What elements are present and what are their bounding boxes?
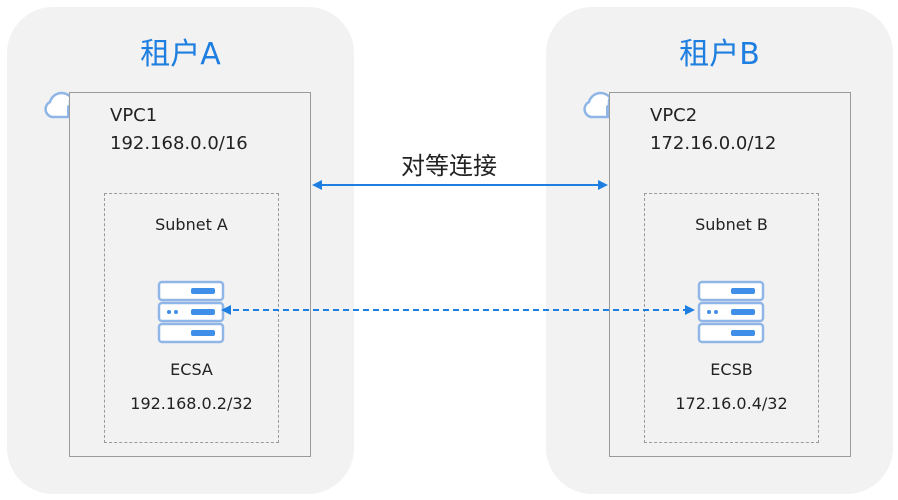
tenant-b-panel: 租户B VPC2 172.16.0.0/12 Subnet B bbox=[546, 7, 893, 494]
subnet-label: Subnet B bbox=[695, 215, 768, 234]
vpc-box: VPC2 172.16.0.0/12 Subnet B ECSB 172.16.… bbox=[609, 92, 851, 457]
ecs-ip: 192.168.0.2/32 bbox=[130, 394, 253, 413]
tenant-b-title: 租户B bbox=[679, 37, 760, 72]
vpc-name: VPC1 bbox=[110, 105, 158, 126]
vpc-cidr: 172.16.0.0/12 bbox=[650, 133, 777, 154]
ecs-ip: 172.16.0.4/32 bbox=[675, 394, 788, 413]
peering-label: 对等连接 bbox=[401, 152, 497, 180]
ecs-name: ECSB bbox=[710, 360, 753, 379]
vpc-cidr: 192.168.0.0/16 bbox=[110, 133, 248, 154]
subnet-box: Subnet B ECSB 172.16.0.4/32 bbox=[644, 193, 819, 443]
server-icon bbox=[697, 280, 765, 344]
vpc-name: VPC2 bbox=[650, 105, 698, 126]
subnet-label: Subnet A bbox=[155, 215, 228, 234]
vpc-box: VPC1 192.168.0.0/16 Subnet A ECSA 192.16… bbox=[69, 92, 311, 457]
tenant-a-title: 租户A bbox=[140, 37, 221, 72]
server-icon bbox=[157, 280, 225, 344]
ecs-name: ECSA bbox=[170, 360, 213, 379]
subnet-box: Subnet A ECSA 192.168.0.2/32 bbox=[104, 193, 279, 443]
tenant-a-panel: 租户A VPC1 192.168.0.0/16 Subnet A bbox=[7, 7, 354, 494]
